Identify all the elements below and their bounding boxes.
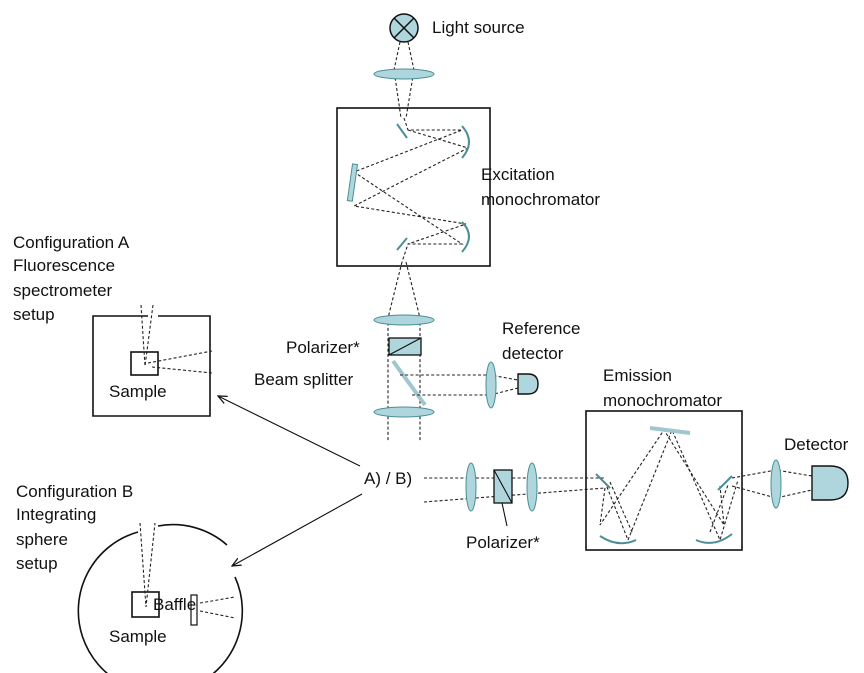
light-source-label: Light source <box>432 18 525 37</box>
polarizer-top-label: Polarizer* <box>286 338 360 357</box>
emission-mirror-right <box>695 533 733 544</box>
config-a-chamber <box>92 315 211 417</box>
condenser-lens <box>373 68 435 80</box>
emission-lens-1 <box>465 462 477 512</box>
detector <box>811 465 849 501</box>
excitation-lens-top <box>373 314 435 326</box>
config-a-label-line2: Fluorescence <box>13 256 115 275</box>
excitation-mirror-top <box>461 125 470 159</box>
baffle <box>190 594 198 626</box>
reference-label-line2: detector <box>502 344 564 363</box>
baffle-label: Baffle <box>153 595 196 614</box>
excitation-mirror-bottom <box>461 221 470 253</box>
emission-label-line2: monochromator <box>603 391 722 410</box>
light-source <box>389 13 419 43</box>
excitation-lens-bottom <box>373 406 435 418</box>
config-a-label-line3: spectrometer <box>13 281 113 300</box>
config-b-label-line3: sphere <box>16 530 68 549</box>
beam-splitter-label: Beam splitter <box>254 370 354 389</box>
polarizer-bottom <box>493 469 513 504</box>
reference-lens <box>485 361 497 409</box>
config-b-label-line4: setup <box>16 554 58 573</box>
excitation-exit-slit-mirror <box>396 237 408 251</box>
arrow-to-config-a <box>218 396 361 467</box>
config-b-sample-cuvette <box>131 591 160 618</box>
config-a-label-line4: setup <box>13 305 55 324</box>
reference-detector <box>517 373 539 395</box>
emission-exit-mirror <box>717 475 733 491</box>
config-a-label-line1: Configuration A <box>13 233 130 252</box>
polarizer-bottom-label: Polarizer* <box>466 533 540 552</box>
detector-label: Detector <box>784 435 849 454</box>
emission-monochromator-box <box>585 410 743 551</box>
ab-label: A) / B) <box>364 469 412 488</box>
emission-grating <box>649 426 691 435</box>
emission-entrance-mirror <box>595 473 611 489</box>
arrow-to-config-b <box>232 493 363 566</box>
emission-lens-2 <box>526 462 538 512</box>
excitation-label-line2: monochromator <box>481 190 600 209</box>
excitation-monochromator-box <box>336 107 491 267</box>
reference-label-line1: Reference <box>502 319 580 338</box>
excitation-grating <box>346 163 359 202</box>
excitation-label-line1: Excitation <box>481 165 555 184</box>
config-b-label-line2: Integrating <box>16 505 96 524</box>
emission-mirror-left <box>599 535 637 545</box>
polarizer-top <box>388 337 422 356</box>
config-a-sample-label: Sample <box>109 382 167 401</box>
config-b-sample-label: Sample <box>109 627 167 646</box>
excitation-entrance-slit-mirror <box>396 123 408 139</box>
config-b-label-line1: Configuration B <box>16 482 133 501</box>
integrating-sphere <box>77 523 244 673</box>
emission-label-line1: Emission <box>603 366 672 385</box>
detector-lens <box>770 459 782 509</box>
beam-splitter <box>391 359 427 407</box>
